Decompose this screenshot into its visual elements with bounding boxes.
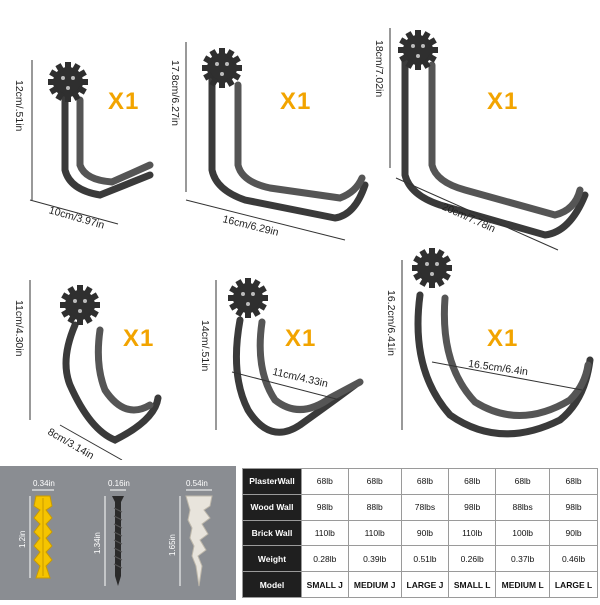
table-cell: 90lb bbox=[400, 519, 450, 547]
table-cell: 98lb bbox=[549, 493, 598, 521]
table-cell: 98lb bbox=[448, 493, 497, 521]
table-cell: 68lb bbox=[495, 468, 551, 495]
hook-2-qty: X1 bbox=[280, 88, 312, 115]
table-cell: SMALL L bbox=[448, 571, 497, 598]
table-cell: 110lb bbox=[448, 519, 497, 547]
wall-anchors-panel: 0.34in 0.16in 0.54in 1.2in 1.34in 1.65in bbox=[0, 466, 236, 600]
hooks-drawing bbox=[29, 28, 594, 461]
table-cell: 68lb bbox=[347, 468, 402, 495]
row-header: Weight bbox=[242, 545, 302, 573]
hook-5-height: 14cm/.51in bbox=[199, 320, 211, 372]
hook-medium-l bbox=[215, 278, 364, 436]
table-cell: 68lb bbox=[549, 468, 598, 495]
table-cell: 0.46lb bbox=[549, 545, 598, 573]
anchor-2-width: 0.16in bbox=[108, 479, 130, 488]
anchor-1-width: 0.34in bbox=[33, 479, 55, 488]
table-cell: 100lb bbox=[495, 519, 551, 547]
table-cell: 78lbs bbox=[400, 493, 450, 521]
hook-large-l bbox=[401, 248, 594, 438]
drywall-anchor bbox=[179, 489, 213, 587]
table-cell: LARGE J bbox=[400, 571, 450, 598]
hook-illustrations: X1 X1 X1 X1 X1 X1 12cm/.51in 17.8cm/6.27… bbox=[13, 28, 594, 462]
table-cell: 0.28lb bbox=[301, 545, 349, 573]
hook-3-height: 18cm/7.02in bbox=[373, 40, 385, 98]
table-cell: LARGE L bbox=[549, 571, 598, 598]
hook-small-j bbox=[29, 60, 154, 225]
row-header: PlasterWall bbox=[242, 468, 302, 495]
table-cell: 68lb bbox=[301, 468, 349, 495]
anchor-3-width: 0.54in bbox=[186, 479, 208, 488]
hook-2-height: 17.8cm/6.27in bbox=[169, 60, 181, 126]
table-cell: 0.51lb bbox=[400, 545, 450, 573]
hook-medium-j bbox=[185, 42, 369, 241]
hook-4-qty: X1 bbox=[123, 325, 155, 352]
row-header: Brick Wall bbox=[242, 519, 302, 547]
anchor-1-length: 1.2in bbox=[18, 530, 27, 548]
table-cell: MEDIUM J bbox=[347, 571, 402, 598]
table-cell: SMALL J bbox=[301, 571, 349, 598]
hook-1-height: 12cm/.51in bbox=[13, 80, 25, 132]
anchor-2-length: 1.34in bbox=[93, 532, 102, 554]
hook-6-height: 16.2cm/6.41in bbox=[385, 290, 397, 356]
row-header: Wood Wall bbox=[242, 493, 302, 521]
hook-small-l bbox=[29, 280, 162, 461]
table-cell: 0.37lb bbox=[495, 545, 551, 573]
table-cell: 0.26lb bbox=[448, 545, 497, 573]
plastic-anchor bbox=[29, 489, 54, 579]
table-cell: 98lb bbox=[301, 493, 349, 521]
table-cell: MEDIUM L bbox=[495, 571, 551, 598]
table-cell: 68lb bbox=[448, 468, 497, 495]
screw bbox=[104, 489, 126, 586]
table-cell: 88lb bbox=[347, 493, 402, 521]
table-cell: 110lb bbox=[301, 519, 349, 547]
table-cell: 88lbs bbox=[495, 493, 551, 521]
table-cell: 0.39lb bbox=[347, 545, 402, 573]
table-cell: 90lb bbox=[549, 519, 598, 547]
hook-4-height: 11cm/4.30in bbox=[13, 300, 25, 357]
table-cell: 68lb bbox=[400, 468, 450, 495]
hook-6-qty: X1 bbox=[487, 325, 519, 352]
table-cell: 110lb bbox=[347, 519, 402, 547]
hook-large-j bbox=[389, 28, 589, 251]
anchor-3-length: 1.65in bbox=[168, 534, 177, 556]
row-header: Model bbox=[242, 571, 302, 598]
hook-3-qty: X1 bbox=[487, 88, 519, 115]
hook-5-qty: X1 bbox=[285, 325, 317, 352]
hook-1-qty: X1 bbox=[108, 88, 140, 115]
anchors-drawing bbox=[29, 489, 213, 587]
